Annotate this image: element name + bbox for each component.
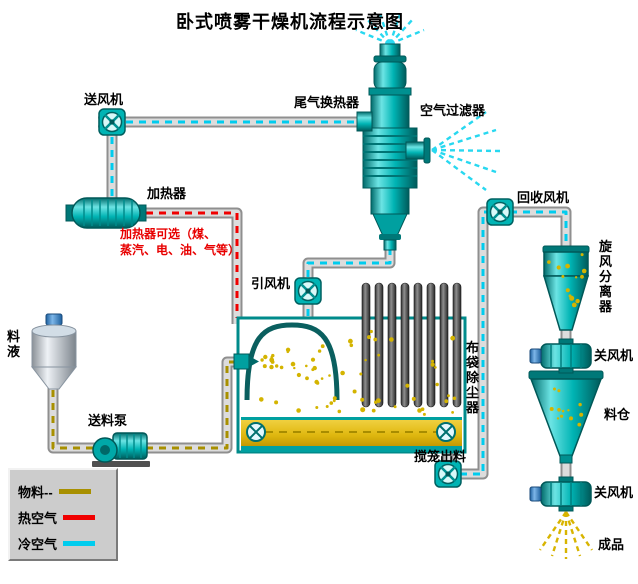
legend-swatch-cold-air — [63, 540, 96, 546]
air-filter-spray — [431, 111, 501, 191]
material-flow — [51, 390, 102, 450]
feed-tank — [30, 313, 78, 390]
legend-label-cold-air: 冷空气 — [18, 536, 58, 552]
exhaust-vent-spray — [355, 13, 425, 46]
material-particles — [259, 253, 587, 427]
material-silo-shape — [528, 370, 604, 464]
recovery-fan-icon — [485, 197, 515, 227]
tail-gas-heat-exchanger — [355, 13, 501, 251]
label-material-silo: 料仓 — [604, 407, 631, 422]
label-cyclone-separator: 旋风分离器 — [599, 239, 613, 314]
feed-pump-shape — [92, 432, 150, 467]
auger-discharge-valve-icon — [433, 459, 463, 489]
label-rotary-valve-bottom: 关风机 — [594, 485, 634, 500]
legend-label-material: 物料-- — [18, 484, 53, 500]
label-auger-discharge: 搅笼出料 — [414, 449, 467, 464]
label-heater-note: 加热器可选（煤、 蒸汽、电、油、气等） — [120, 227, 241, 257]
label-recovery-fan: 回收风机 — [517, 190, 570, 205]
label-feed-liquid: 料液 — [7, 329, 21, 359]
cyclone-separator — [542, 245, 590, 331]
label-feed-pump: 送料泵 — [88, 413, 128, 428]
legend-label-hot-air: 热空气 — [18, 510, 58, 526]
heater-vessel — [65, 197, 147, 229]
label-induced-draft-fan: 引风机 — [251, 276, 291, 291]
label-tail-gas-heat-exchanger: 尾气换热器 — [294, 95, 360, 110]
legend-swatch-hot-air — [63, 514, 96, 520]
rotary-valve-top-icon — [529, 338, 592, 374]
legend-item-hot-air: 热空气 — [18, 504, 108, 530]
bag-filter-tubes — [361, 282, 462, 408]
material-flow — [146, 360, 238, 450]
legend-item-cold-air: 冷空气 — [18, 530, 108, 556]
induced-draft-fan-icon — [293, 276, 323, 306]
hot-air-flow — [146, 211, 239, 318]
cold-air-flow — [460, 210, 568, 476]
spray-nozzle — [233, 353, 250, 370]
legend: 物料-- 热空气 冷空气 — [8, 468, 118, 561]
label-rotary-valve-top: 关风机 — [594, 348, 634, 363]
product-spray — [539, 511, 593, 559]
label-heater: 加热器 — [147, 186, 187, 201]
supply-fan-icon — [97, 107, 127, 137]
flow-dashes — [51, 120, 568, 476]
legend-swatch-material — [58, 488, 91, 494]
label-bag-dust-collector: 布袋除尘器 — [466, 340, 480, 415]
label-finished-product: 成品 — [598, 537, 625, 552]
legend-item-material: 物料-- — [18, 478, 108, 504]
rotary-valve-bottom-icon — [529, 476, 592, 512]
cold-air-flow — [306, 248, 392, 318]
label-air-filter: 空气过滤器 — [420, 103, 486, 118]
diagram-title: 卧式喷雾干燥机流程示意图 — [176, 12, 404, 32]
label-supply-fan: 送风机 — [84, 92, 124, 107]
material-bed — [241, 420, 462, 447]
